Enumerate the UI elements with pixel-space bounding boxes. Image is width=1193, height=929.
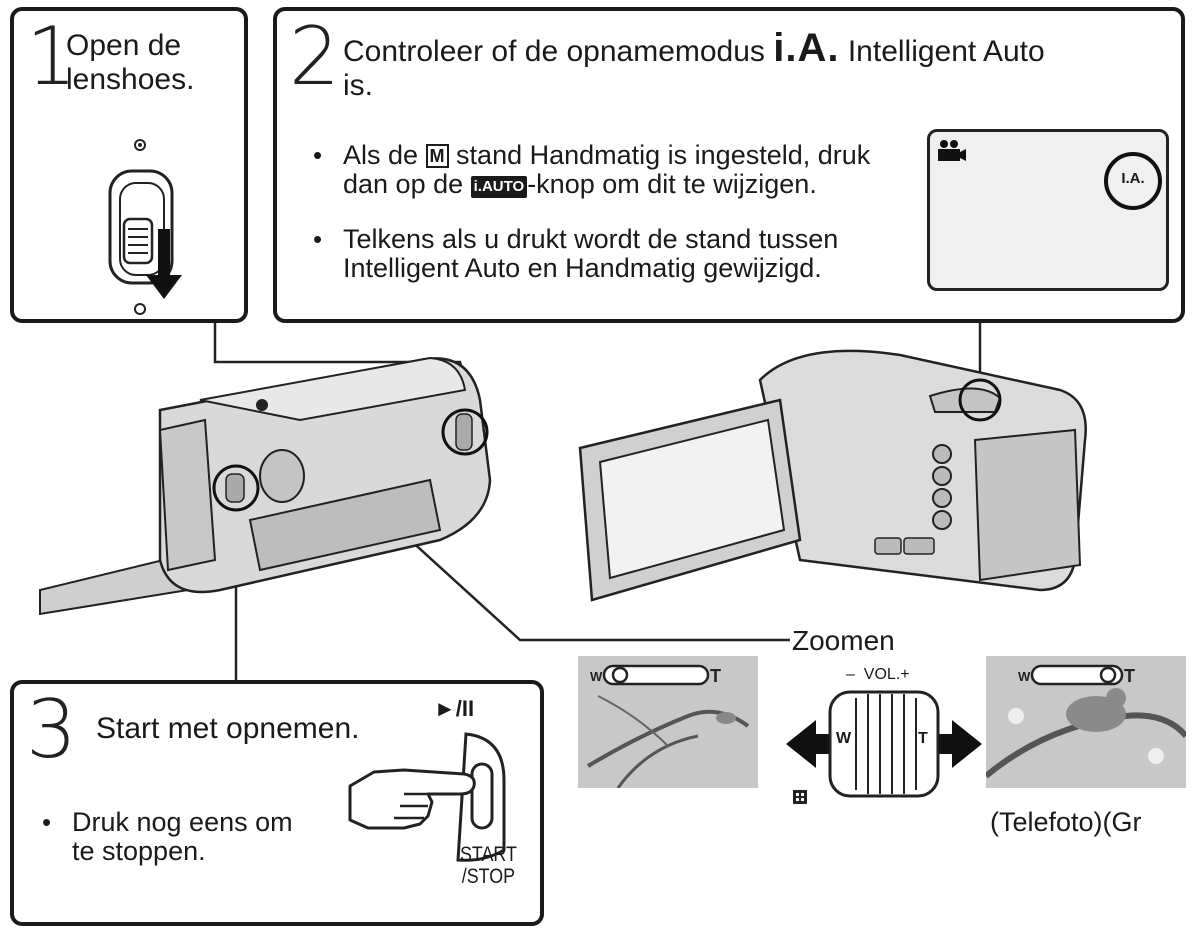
ia-indicator-circle [1104, 152, 1162, 210]
small-pattern-icon [793, 790, 807, 804]
ia-indicator-label: I.A. [1121, 170, 1145, 187]
step-2-bullet-2: Telkens als u drukt wordt de stand tusse… [313, 225, 943, 283]
lens-open-indicator-icon [134, 139, 146, 151]
zoom-t-label: T [918, 730, 928, 748]
step-1-number: 1 [26, 10, 77, 103]
start-stop-button-illustration[interactable] [344, 720, 524, 870]
step-3-text: Start met opnemen. [96, 712, 360, 745]
start-stop-button [470, 762, 494, 830]
step-2-number: 2 [289, 10, 340, 103]
iauto-button-icon: i.AUTO [470, 176, 528, 198]
step-2-heading: Controleer of de opnamemodus i.A. Intell… [343, 28, 1163, 103]
zoom-w-label: W [836, 730, 852, 748]
zoom-wide-photo: W T [578, 656, 758, 788]
step-3-number: 3 [26, 683, 77, 776]
lens-cover-switch-illustration [108, 139, 182, 315]
svg-text:T: T [1124, 666, 1135, 686]
step-1-box: 1 Open de lenshoes. [10, 7, 248, 323]
zoom-label: Zoomen [792, 625, 895, 656]
step-2-box: 2 Controleer of de opnamemodus i.A. Inte… [273, 7, 1185, 323]
arrow-left-icon [786, 720, 832, 768]
start-stop-label: START /STOP [460, 843, 517, 888]
vol-label: – VOL.+ [846, 666, 910, 683]
camcorder-left [39, 356, 492, 616]
play-pause-label: ►/II [434, 696, 475, 721]
arrow-down-icon [146, 229, 182, 299]
step-1-text: Open de lenshoes. [66, 29, 195, 96]
svg-text:T: T [710, 666, 721, 686]
zoom-lever[interactable]: – VOL.+ W T [786, 664, 982, 804]
arrow-right-icon [936, 720, 982, 768]
zoom-tele-photo: W T [986, 656, 1186, 788]
step-3-box: 3 Start met opnemen. Druk nog eens om te… [10, 680, 544, 926]
step-2-text-after: Intelligent Auto is. [343, 35, 1045, 102]
svg-text:W: W [590, 669, 603, 684]
step-2-text-before: Controleer of de opnamemodus [343, 35, 774, 68]
camcorder-right [578, 349, 1087, 602]
svg-text:W: W [1018, 669, 1031, 684]
lcd-screen-mock: I.A. [927, 129, 1169, 291]
video-mode-icon [938, 140, 966, 161]
step-2-bullet-1: Als de M stand Handmatig is ingesteld, d… [313, 141, 923, 199]
ia-symbol: i.A. [773, 26, 840, 70]
step-3-bullet: Druk nog eens om te stoppen. [42, 808, 352, 866]
zoom-caption: (Telefoto)(Gr [990, 807, 1142, 837]
hand-pointer-icon [348, 768, 476, 830]
lens-closed-indicator-icon [134, 303, 146, 315]
manual-mode-icon: M [425, 144, 449, 168]
